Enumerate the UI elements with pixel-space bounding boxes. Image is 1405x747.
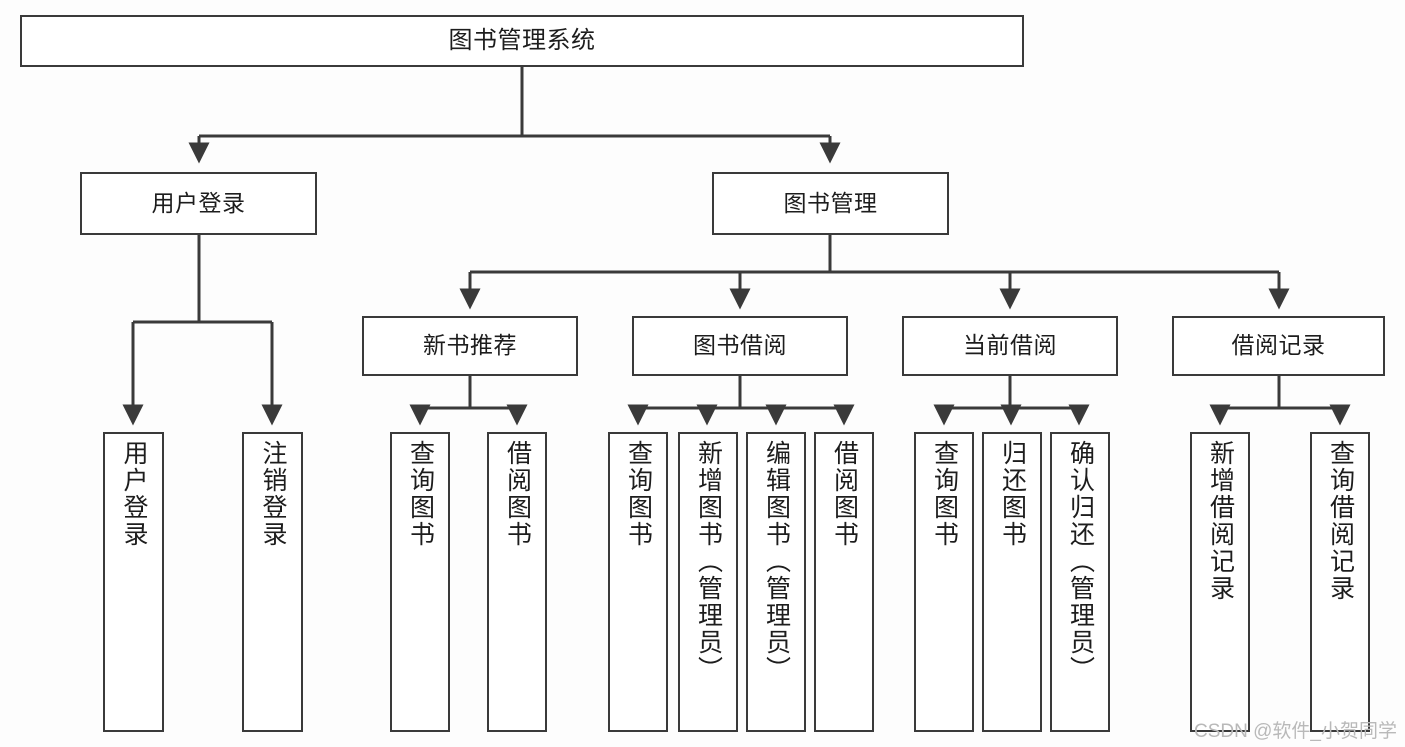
leaf-current-borrow-return-book[interactable]: 归还图书 [982, 432, 1042, 732]
node-label: 编辑图书（管理员） [762, 440, 791, 683]
node-label: 查询图书 [406, 440, 435, 548]
node-label: 借阅图书 [830, 440, 859, 548]
node-label: 新增借阅记录 [1206, 440, 1235, 602]
node-user-login[interactable]: 用户登录 [80, 172, 317, 235]
node-label: 查询借阅记录 [1326, 440, 1355, 602]
node-label: 用户登录 [151, 189, 246, 216]
node-borrow-record[interactable]: 借阅记录 [1172, 316, 1385, 376]
leaf-book-borrow-add-book-admin[interactable]: 新增图书（管理员） [678, 432, 738, 732]
node-book-borrow[interactable]: 图书借阅 [632, 316, 848, 376]
node-label: 查询图书 [624, 440, 653, 548]
node-label: 归还图书 [998, 440, 1027, 548]
leaf-book-borrow-edit-book-admin[interactable]: 编辑图书（管理员） [746, 432, 806, 732]
watermark: CSDN @软件_小贺同学 [1194, 721, 1397, 742]
node-label: 图书管理系统 [448, 26, 596, 54]
node-label: 新增图书（管理员） [694, 440, 723, 683]
leaf-current-borrow-confirm-return-admin[interactable]: 确认归还（管理员） [1050, 432, 1110, 732]
leaf-book-borrow-borrow-book[interactable]: 借阅图书 [814, 432, 874, 732]
leaf-current-borrow-query-book[interactable]: 查询图书 [914, 432, 974, 732]
node-label: 用户登录 [120, 440, 148, 548]
node-label: 借阅记录 [1231, 332, 1326, 359]
node-new-book-recommend[interactable]: 新书推荐 [362, 316, 578, 376]
node-book-management[interactable]: 图书管理 [712, 172, 949, 235]
leaf-borrow-record-add-record[interactable]: 新增借阅记录 [1190, 432, 1250, 732]
node-root-book-management-system[interactable]: 图书管理系统 [20, 15, 1024, 67]
node-label: 借阅图书 [503, 440, 532, 548]
node-label: 图书管理 [783, 189, 878, 216]
node-label: 新书推荐 [423, 332, 517, 359]
node-label: 查询图书 [930, 440, 959, 548]
leaf-user-login-logout[interactable]: 注销登录 [242, 432, 303, 732]
node-label: 当前借阅 [963, 332, 1057, 359]
node-label: 确认归还（管理员） [1066, 440, 1095, 683]
leaf-new-book-borrow-book[interactable]: 借阅图书 [487, 432, 547, 732]
node-label: 注销登录 [259, 440, 287, 548]
leaf-user-login-login[interactable]: 用户登录 [103, 432, 164, 732]
leaf-borrow-record-query-record[interactable]: 查询借阅记录 [1310, 432, 1370, 732]
leaf-new-book-query-book[interactable]: 查询图书 [390, 432, 450, 732]
node-current-borrow[interactable]: 当前借阅 [902, 316, 1118, 376]
leaf-book-borrow-query-book[interactable]: 查询图书 [608, 432, 668, 732]
node-label: 图书借阅 [693, 332, 787, 359]
